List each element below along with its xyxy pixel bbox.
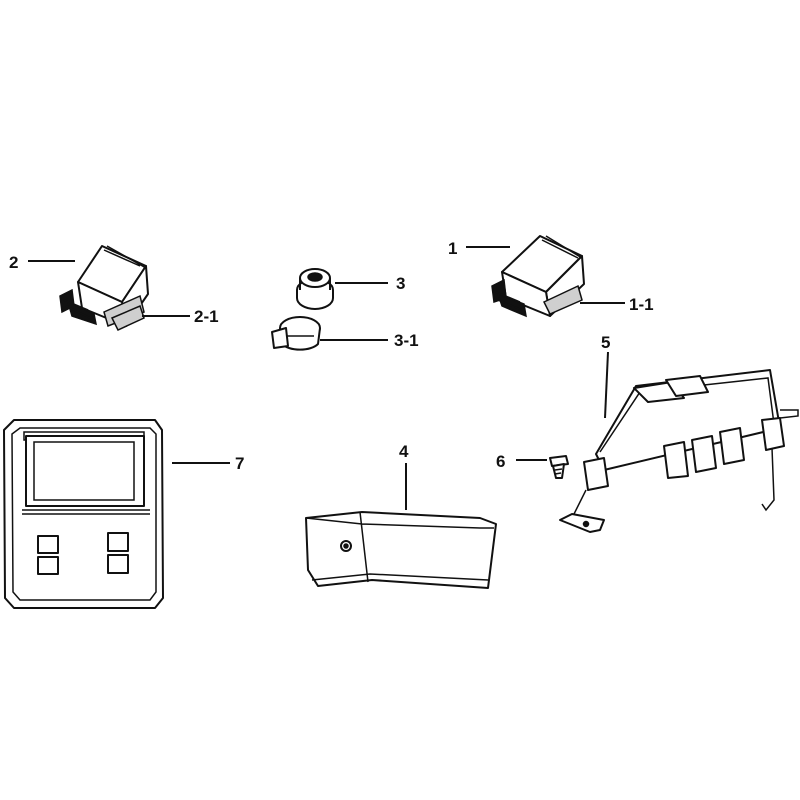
label-part-3-1: 3-1: [394, 331, 419, 350]
label-part-5: 5: [601, 333, 610, 352]
part-1-1-connector: [542, 284, 583, 315]
part-4-cover: [305, 511, 497, 589]
label-part-1: 1: [448, 239, 457, 258]
label-part-7: 7: [235, 454, 244, 473]
label-part-2-1: 2-1: [194, 307, 219, 326]
part-6-bolt: [549, 455, 569, 479]
label-part-1-1: 1-1: [629, 295, 654, 314]
part-labels: 2 2-1 3 3-1 1 1-1 5 4 6 7: [9, 239, 654, 473]
label-part-6: 6: [496, 452, 505, 471]
leader-lines: [28, 246, 625, 510]
part-3-grommet: [296, 268, 334, 310]
leader-line-5: [604, 351, 609, 419]
part-5-bracket: [559, 369, 799, 533]
part-1-relay: [491, 235, 585, 318]
label-part-4: 4: [399, 442, 409, 461]
label-part-3: 3: [396, 274, 405, 293]
part-3-1-cap: [271, 316, 321, 351]
part-2-1-connector: [110, 304, 145, 331]
part-2-relay: [59, 245, 149, 327]
label-part-2: 2: [9, 253, 18, 272]
part-7-display-panel: [3, 419, 164, 609]
